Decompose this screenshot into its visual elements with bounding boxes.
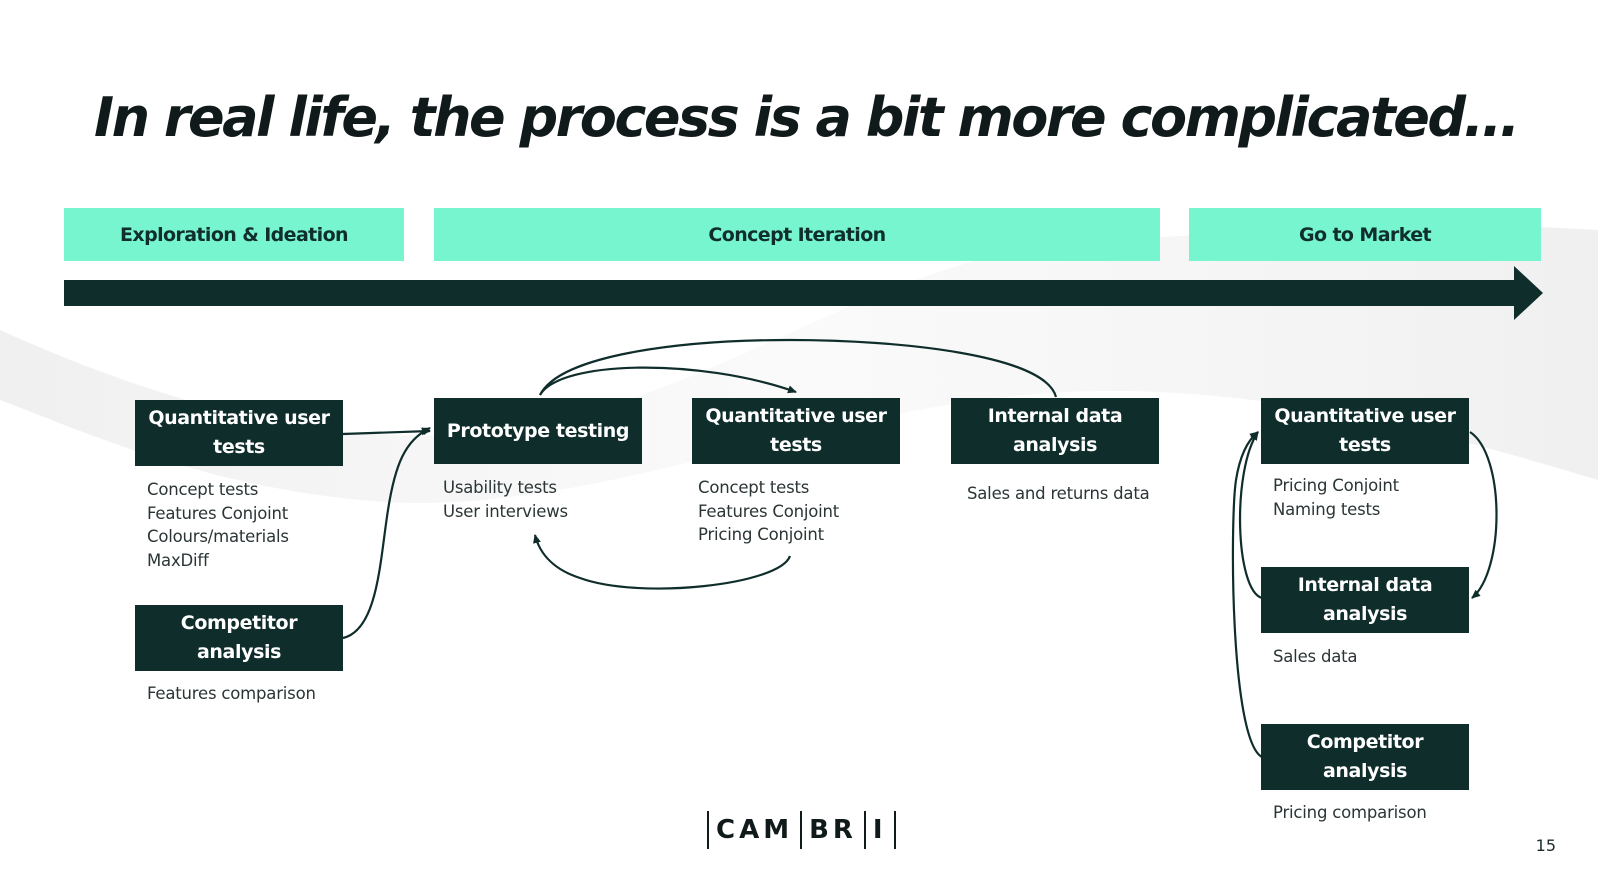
internal-2-notes: Sales data	[1273, 645, 1358, 669]
logo-part: I	[872, 815, 887, 845]
quantitative-user-tests-box-3: Quantitative user tests	[1261, 398, 1469, 464]
page-title: In real life, the process is a bit more …	[94, 86, 1520, 149]
logo-divider	[863, 811, 866, 849]
competitor-2-notes: Pricing comparison	[1273, 801, 1427, 825]
quant-1-notes: Concept tests Features Conjoint Colours/…	[147, 478, 289, 572]
prototype-testing-box: Prototype testing	[434, 398, 642, 464]
note-item: Features Conjoint	[147, 503, 289, 523]
connector-quant2-back-to-prototype	[533, 534, 792, 590]
connector-internal2-to-quant3	[1239, 431, 1263, 600]
connector-internal1-to-prototype	[539, 338, 1058, 398]
note-item: Concept tests	[698, 478, 810, 497]
note-item: Sales and returns data	[967, 484, 1150, 503]
phase-go-to-market: Go to Market	[1189, 208, 1541, 261]
connector-competitor1-to-prototype	[342, 427, 431, 640]
quant-2-notes: Concept tests Features Conjoint Pricing …	[698, 476, 839, 547]
phase-concept-iteration: Concept Iteration	[434, 208, 1160, 261]
connector-competitor2-to-quant3	[1231, 431, 1263, 758]
cambri-logo: CAM BR I	[700, 810, 903, 850]
note-item: MaxDiff	[147, 550, 209, 570]
logo-divider	[707, 811, 709, 849]
quantitative-user-tests-box-1: Quantitative user tests	[135, 400, 343, 466]
note-item: Usability tests	[443, 478, 557, 497]
note-item: Features comparison	[147, 684, 316, 703]
connector-quant1-to-prototype	[342, 427, 431, 436]
page-number: 15	[1535, 836, 1556, 855]
note-item: Pricing Conjoint	[1273, 476, 1399, 495]
logo-part: BR	[809, 815, 857, 845]
timeline-arrow	[64, 266, 1543, 320]
internal-data-analysis-box-2: Internal data analysis	[1261, 567, 1469, 633]
internal-1-notes: Sales and returns data	[967, 482, 1150, 506]
quantitative-user-tests-box-2: Quantitative user tests	[692, 398, 900, 464]
competitor-analysis-box-1: Competitor analysis	[135, 605, 343, 671]
note-item: Naming tests	[1273, 499, 1381, 519]
logo-divider	[800, 811, 803, 849]
phase-exploration-ideation: Exploration & Ideation	[64, 208, 404, 261]
logo-divider	[893, 811, 896, 849]
note-item: Features Conjoint	[698, 501, 840, 521]
logo-part: CAM	[716, 815, 794, 845]
connector-prototype-to-quant2	[539, 366, 797, 396]
note-item: Pricing Conjoint	[698, 525, 824, 544]
competitor-1-notes: Features comparison	[147, 682, 316, 706]
note-item: Colours/materials	[147, 527, 289, 546]
note-item: Sales data	[1273, 647, 1358, 666]
note-item: Concept tests	[147, 480, 259, 499]
prototype-notes: Usability tests User interviews	[443, 476, 568, 523]
note-item: Pricing comparison	[1273, 803, 1427, 822]
quant-3-notes: Pricing Conjoint Naming tests	[1273, 474, 1399, 521]
competitor-analysis-box-2: Competitor analysis	[1261, 724, 1469, 790]
internal-data-analysis-box-1: Internal data analysis	[951, 398, 1159, 464]
connector-quant3-to-internal2	[1469, 431, 1498, 599]
note-item: User interviews	[443, 501, 568, 521]
